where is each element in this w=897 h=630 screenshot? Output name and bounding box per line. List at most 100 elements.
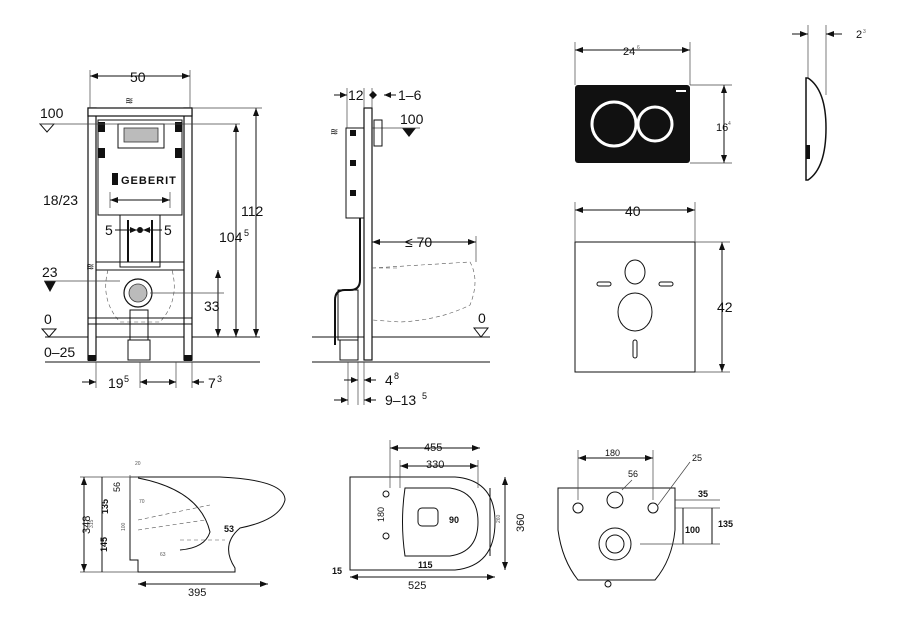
dim-offset-right: 5	[164, 222, 172, 238]
flush-plate-side: 2 3	[792, 25, 866, 181]
side-dim-bottom-b: 9–13	[385, 392, 416, 408]
side-level-marker-0	[472, 327, 490, 338]
flush-plate-front: 24 6 16 4	[574, 42, 732, 164]
side-level-marker-100	[402, 128, 416, 137]
flush-button-large	[590, 100, 638, 148]
outlet-pipe	[128, 283, 148, 303]
frame-post-right	[183, 107, 193, 361]
brand-logo: GEBERIT	[121, 175, 177, 187]
side-dim-bottom-b-sup: 5	[422, 391, 427, 401]
side-dim-1-6: 1–6	[398, 87, 422, 103]
side-drain-body	[337, 289, 359, 341]
sound-mat: 40 42	[574, 202, 733, 373]
bowl-back-dim-135: 135	[718, 519, 733, 529]
side-water-icon: ≋	[330, 127, 338, 138]
bowl-top-dim-15: 15	[332, 566, 342, 576]
bowl-side-dim-53: 53	[224, 524, 234, 534]
bowl-side-dim-56: 56	[112, 482, 122, 492]
frame-top-rail	[87, 107, 193, 117]
bowl-side-dim-20: 20	[135, 461, 141, 467]
mat-hole-outlet	[617, 292, 653, 332]
side-dim-projection: ≤ 70	[405, 234, 432, 250]
bowl-back-outlet-outer	[598, 527, 632, 561]
bowl-inner-curve	[137, 477, 211, 551]
side-level-0: 0	[478, 310, 486, 326]
frame-feet-rail	[87, 317, 193, 325]
bowl-back-view: 180 56 25 35 100 135	[557, 448, 733, 588]
side-drain-pipe	[334, 218, 361, 345]
bowl-top-dim-455: 455	[424, 442, 442, 454]
side-drain-lower	[339, 339, 359, 361]
bowl-side-dim-348: 348	[81, 516, 93, 534]
bowl-side-dim-395: 395	[188, 587, 206, 599]
mat-slot-right	[658, 281, 674, 287]
bowl-top-view: 455 330 180 90 115 15 525 260 360	[332, 440, 527, 592]
bowl-side-dim-145: 145	[99, 537, 109, 552]
bracket-left	[98, 122, 105, 132]
plate-dim-width: 24	[623, 46, 635, 58]
level-marker-23	[44, 281, 56, 292]
bowl-top-dim-330: 330	[426, 459, 444, 471]
mat-dim-height: 42	[717, 299, 733, 315]
foot-left	[88, 355, 96, 361]
level-marker-100	[38, 123, 56, 133]
side-cistern	[345, 127, 365, 219]
dim-height-112: 112	[241, 203, 264, 219]
level-0: 0	[44, 311, 52, 327]
bowl-top-dim-260: 260	[496, 514, 502, 523]
level-100: 100	[40, 105, 64, 121]
bowl-back-outline	[557, 487, 676, 581]
bowl-top-dim-360: 360	[515, 514, 527, 532]
flush-button-small	[636, 105, 674, 143]
bowl-top-dim-525: 525	[408, 580, 426, 592]
side-dim-12: 12	[348, 87, 364, 103]
frame-side-view: ≋ 12 1–6 100 ≤ 70 0 4 8	[312, 87, 490, 408]
drain-pipe	[129, 309, 149, 341]
side-dim-bottom-a: 4	[385, 372, 393, 388]
dim-frame-width: 50	[130, 69, 146, 85]
bowl-back-bolt-left	[572, 502, 584, 514]
dim-foot-right-sup: 3	[217, 374, 222, 384]
mat-hole-top	[624, 259, 646, 285]
plate-dim-depth-sup: 3	[863, 29, 866, 35]
plate-dim-height-sup: 4	[728, 121, 731, 127]
side-frame-post	[363, 107, 373, 361]
bowl-top-dim-90: 90	[449, 515, 459, 525]
bowl-side-dim-100: 100	[121, 522, 127, 531]
plate-dim-depth: 2	[856, 29, 862, 41]
flush-mechanism	[123, 127, 159, 143]
center-point	[137, 227, 143, 233]
mat-dim-width: 40	[625, 203, 641, 219]
bowl-top-outline	[349, 476, 496, 571]
frame-post-left	[87, 107, 97, 361]
bracket-left-low	[98, 148, 105, 158]
plate-profile	[805, 77, 827, 181]
frame-front-view: GEBERIT ≋ ≋ 50 100	[38, 69, 264, 391]
brand-mark	[112, 173, 118, 185]
foot-right	[184, 355, 192, 361]
bowl-side-dim-63: 63	[160, 552, 166, 558]
mat-slot-left	[596, 281, 612, 287]
bowl-back-dim-100: 100	[685, 525, 700, 535]
bowl-back-dim-56: 56	[628, 469, 638, 479]
bowl-side-dim-70: 70	[139, 499, 145, 505]
level-marker-0	[40, 328, 58, 338]
dim-height-104-sup: 5	[244, 228, 249, 238]
mat-outline	[574, 241, 696, 373]
water-supply-icon-2: ≋	[86, 262, 94, 273]
bowl-back-bolt-right	[647, 502, 659, 514]
floor-range: 0–25	[44, 344, 75, 360]
bowl-top-dim-180: 180	[376, 507, 386, 522]
side-level-100: 100	[400, 111, 424, 127]
dim-foot-left-sup: 5	[124, 374, 129, 384]
plate-dim-width-sup: 6	[637, 45, 640, 51]
plate-dim-height: 16	[716, 122, 728, 134]
bracket-right-low	[175, 148, 182, 158]
drain-pipe-lower	[127, 339, 151, 361]
mat-slot-bottom	[632, 339, 638, 359]
bowl-back-dim-180: 180	[605, 448, 620, 458]
level-23: 23	[42, 264, 58, 280]
bowl-top-dim-115: 115	[418, 560, 433, 570]
bowl-back-outlet-inner	[605, 534, 625, 554]
side-dim-bottom-a-sup: 8	[394, 371, 399, 381]
